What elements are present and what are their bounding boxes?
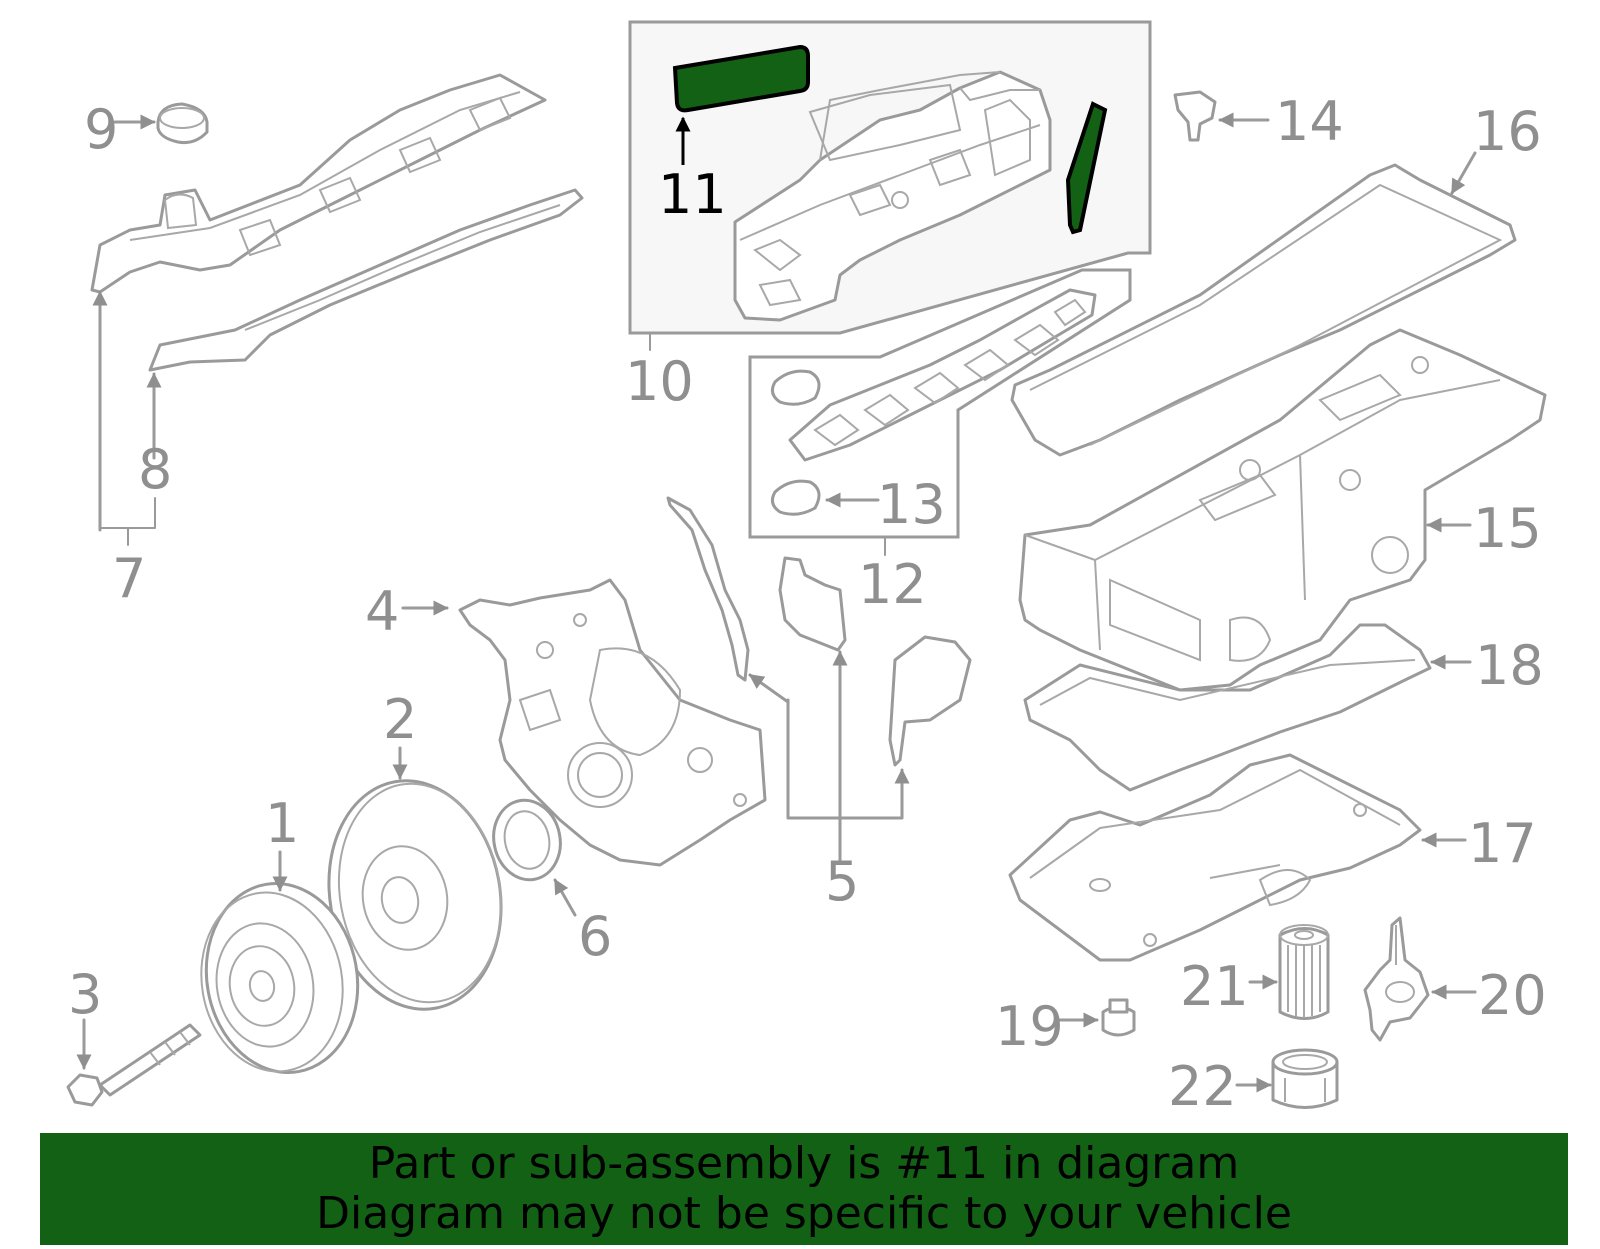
intake-gasket-set: [770, 288, 1097, 516]
label-11: 11: [658, 163, 727, 226]
label-2: 2: [383, 688, 417, 751]
oil-filter-cap: [1271, 1048, 1339, 1109]
oil-pan-gasket-upper: [1010, 163, 1517, 457]
label-17: 17: [1468, 812, 1537, 875]
oil-filter: [1278, 924, 1330, 1020]
label-16: 16: [1473, 100, 1542, 163]
part-11-gasket-side: [1065, 101, 1108, 235]
label-18: 18: [1475, 634, 1544, 697]
oil-level-sensor: [1363, 916, 1430, 1042]
label-20: 20: [1478, 964, 1547, 1027]
banner-line-2: Diagram may not be specific to your vehi…: [316, 1188, 1292, 1239]
banner-line-1: Part or sub-assembly is #11 in diagram: [368, 1138, 1240, 1189]
label-8: 8: [138, 438, 172, 501]
label-22: 22: [1168, 1055, 1237, 1118]
info-banner: Part or sub-assembly is #11 in diagram D…: [40, 1133, 1568, 1245]
crankshaft-pulley: [200, 882, 360, 1074]
timing-cover: [458, 578, 767, 867]
label-9: 9: [84, 98, 118, 161]
label-13: 13: [877, 473, 946, 536]
label-4: 4: [365, 580, 399, 643]
label-7: 7: [112, 547, 146, 610]
crankshaft-bolt: [66, 1023, 202, 1107]
label-14: 14: [1275, 90, 1344, 153]
label-5: 5: [825, 850, 859, 913]
sensor-14: [1173, 90, 1217, 142]
drain-plug: [1101, 998, 1136, 1037]
crankshaft-seal: [492, 798, 562, 882]
label-3: 3: [68, 963, 102, 1026]
label-12: 12: [858, 553, 927, 616]
label-6: 6: [578, 905, 612, 968]
oil-pan-lower: [1008, 753, 1422, 962]
label-15: 15: [1473, 497, 1542, 560]
valve-cover-gasket: [148, 188, 584, 372]
oil-pan-gasket-lower: [1023, 623, 1432, 792]
label-21: 21: [1180, 955, 1249, 1018]
oil-filler-cap: [156, 102, 209, 144]
timing-cover-gaskets: [666, 496, 972, 767]
label-19: 19: [995, 995, 1064, 1058]
part-11-gasket-top: [672, 44, 810, 113]
label-1: 1: [265, 792, 299, 855]
oil-pan-upper: [1018, 328, 1547, 692]
valve-cover: [90, 73, 547, 294]
intake-manifold: [733, 70, 1052, 322]
label-10: 10: [625, 350, 694, 413]
